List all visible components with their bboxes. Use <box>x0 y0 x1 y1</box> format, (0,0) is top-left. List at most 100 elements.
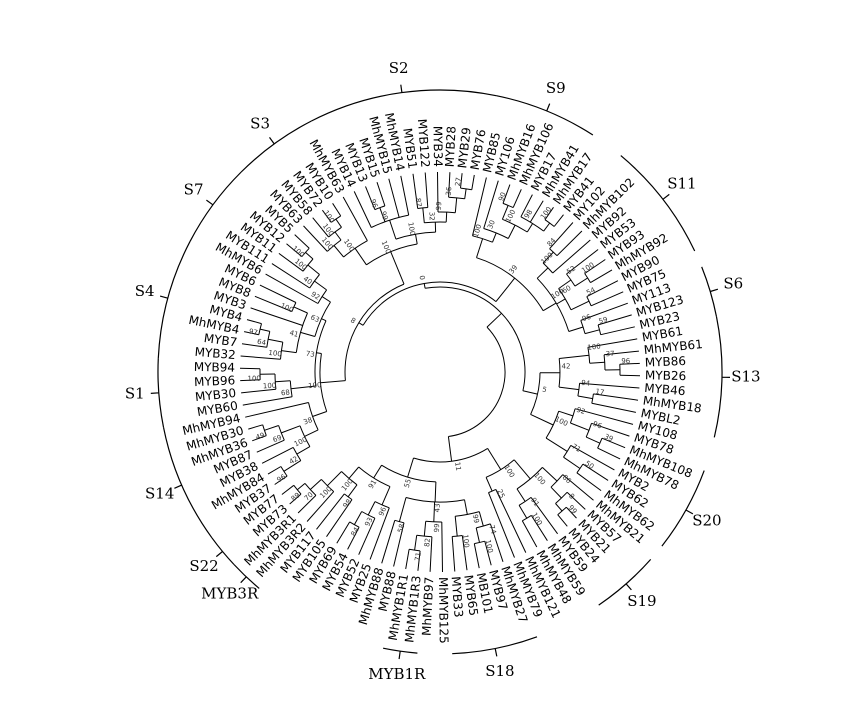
branch-arc <box>425 286 526 391</box>
branch <box>542 302 557 312</box>
branch <box>563 456 581 469</box>
bootstrap-value: 49 <box>255 431 266 441</box>
bootstrap-value: 100 <box>484 539 495 554</box>
branch <box>549 222 574 250</box>
branch <box>240 355 281 360</box>
bootstrap-value: 0 <box>418 275 427 281</box>
bootstrap-value: 37 <box>605 350 614 359</box>
branch <box>471 174 475 190</box>
branch <box>314 280 327 291</box>
bootstrap-value: 100 <box>554 415 570 428</box>
branch <box>454 197 458 213</box>
branch <box>267 466 282 475</box>
branch <box>297 495 317 514</box>
branch-arc <box>516 467 543 490</box>
branch <box>405 549 410 570</box>
branch <box>354 248 367 266</box>
bootstrap-value: 41 <box>289 329 300 339</box>
branch-arc <box>545 411 560 439</box>
branch <box>522 390 538 395</box>
branch <box>289 493 302 505</box>
branch <box>389 219 397 240</box>
bootstrap-value: 73 <box>305 350 315 359</box>
branch <box>518 505 528 519</box>
branch-arc <box>309 274 320 289</box>
branch-arc <box>413 447 488 463</box>
leaf-label: MYB30 <box>194 386 236 404</box>
branch <box>241 343 267 348</box>
leaf-label: MYB86 <box>644 354 686 370</box>
bootstrap-value: 32 <box>427 212 435 221</box>
branch <box>544 207 554 220</box>
bootstrap-value: 100 <box>318 485 333 500</box>
bootstrap-value: 68 <box>281 388 291 397</box>
branch <box>558 386 579 391</box>
bootstrap-value: 82 <box>423 538 432 548</box>
bootstrap-value: 100 <box>308 381 322 390</box>
bootstrap-value: 100 <box>461 534 470 548</box>
bootstrap-value: 52 <box>565 264 577 276</box>
bootstrap-value: 100 <box>406 222 416 237</box>
branch <box>555 503 563 512</box>
bootstrap-value: 100 <box>580 261 596 275</box>
branch <box>559 354 590 359</box>
branch <box>484 541 492 566</box>
branch <box>566 249 599 275</box>
branch <box>358 322 364 326</box>
leaf-label: MYB34 <box>430 126 445 167</box>
branch <box>265 273 319 304</box>
branch-arc <box>586 296 592 306</box>
bootstrap-value: 100 <box>320 236 335 251</box>
branch <box>278 252 304 272</box>
branch <box>321 209 332 223</box>
branch <box>488 492 515 558</box>
branch <box>423 283 426 289</box>
branch-arc <box>274 373 277 390</box>
subfamily-label: S6 <box>723 275 743 293</box>
branch <box>373 464 383 479</box>
bootstrap-value: 96 <box>276 472 288 484</box>
bootstrap-labels: 9649971002710099891001009096716410096369… <box>247 177 630 562</box>
bootstrap-value: 59 <box>598 316 609 326</box>
branch <box>379 207 386 222</box>
branch <box>513 459 531 480</box>
branch <box>530 497 559 535</box>
branch <box>475 527 480 543</box>
bootstrap-value: 99 <box>379 210 389 221</box>
branch <box>577 395 593 400</box>
subfamily-brace <box>211 537 235 565</box>
branch <box>556 230 583 257</box>
subfamily-label: S19 <box>627 592 656 610</box>
branch <box>495 277 516 302</box>
branch <box>600 326 635 336</box>
branch <box>570 422 590 431</box>
leaf-label: MYB33 <box>449 576 466 618</box>
bootstrap-value: 96 <box>592 420 604 431</box>
branch <box>473 543 480 569</box>
branch <box>570 300 590 311</box>
branch <box>536 267 549 279</box>
branch <box>342 196 368 241</box>
branch <box>619 362 640 365</box>
bootstrap-value: 100 <box>532 471 547 486</box>
branch <box>451 536 456 572</box>
branch <box>381 486 391 506</box>
branch <box>261 446 294 464</box>
branch-arc <box>301 247 310 257</box>
branch <box>348 466 360 479</box>
branch <box>333 245 344 258</box>
bootstrap-value: 64 <box>256 338 267 348</box>
subfamily-brace <box>382 647 418 660</box>
branch <box>398 497 407 522</box>
subfamily-brace <box>620 155 696 252</box>
bootstrap-value: 8 <box>349 316 357 325</box>
branch <box>309 479 322 490</box>
bootstrap-value: 71 <box>414 552 423 562</box>
branch <box>478 511 484 527</box>
branch-arc <box>555 491 568 504</box>
branch-arc <box>358 466 391 488</box>
branch <box>336 521 351 544</box>
branch <box>242 396 293 406</box>
branch <box>586 280 619 298</box>
branch <box>447 436 453 462</box>
